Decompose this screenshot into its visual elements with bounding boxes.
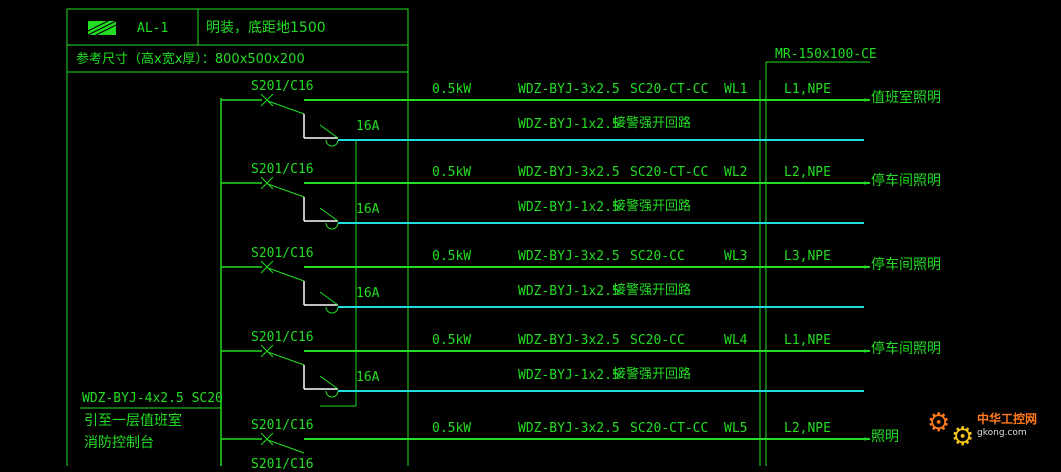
circuit-cable: WDZ-BYJ-3x2.5 [518,333,620,348]
aux-contact-rating: 16A [356,119,380,134]
aux-coil-icon [325,139,339,147]
circuit-conduit: SC20-CC [630,333,685,348]
circuit-conduit: SC20-CT-CC [630,165,709,180]
circuit-end-dot [863,437,867,441]
circuit-wl: WL5 [724,421,748,436]
aux-coil-icon [325,390,339,398]
circuit-end-dot [863,349,867,353]
circuit-phase: L2,NPE [784,421,831,436]
circuit-cable: WDZ-BYJ-3x2.5 [518,421,620,436]
circuit-wl: WL2 [724,165,748,180]
circuit-end-dot [863,265,867,269]
circuit-power: 0.5kW [432,333,472,348]
circuit-wl: WL3 [724,249,748,264]
circuit-cable: WDZ-BYJ-3x2.5 [518,249,620,264]
incoming-note-line1: 引至一层值班室 [84,413,182,429]
watermark: ⚙ ⚙ 中华工控网 gkong.com [925,406,1055,458]
watermark-name: 中华工控网 [977,412,1038,426]
gear-icon: ⚙ [951,422,975,452]
circuit-end-dot [863,98,867,102]
gear-icon: ⚙ [927,408,951,438]
breaker-label: S201/C16 [251,162,314,177]
circuit-power: 0.5kW [432,82,472,97]
fire-note: 接警强开回路 [613,367,692,382]
circuit-power: 0.5kW [432,165,472,180]
circuit-phase: L2,NPE [784,165,831,180]
circuit-cable: WDZ-BYJ-3x2.5 [518,165,620,180]
circuit-conduit: SC20-CT-CC [630,82,709,97]
breaker-cross-icon [260,176,274,190]
fire-cable: WDZ-BYJ-1x2.5 [518,368,620,383]
circuit-cable: WDZ-BYJ-3x2.5 [518,82,620,97]
breaker-cross-icon [260,93,274,107]
circuit-conduit: SC20-CC [630,249,685,264]
breaker-contact [267,100,305,115]
aux-contact [319,291,339,306]
breaker-contact [267,183,305,198]
breaker-label: S201/C16 [251,330,314,345]
aux-coil-icon [325,222,339,230]
breaker-label: S201/C16 [251,79,314,94]
aux-contact-rating: 16A [356,286,380,301]
aux-coil-icon [325,306,339,314]
aux-contact [319,124,339,139]
panel-size: 参考尺寸（高x宽x厚）：800x500x200 [76,52,305,67]
incoming-cable: WDZ-BYJ-4x2.5 SC20 [82,391,223,406]
watermark-site: gkong.com [977,428,1027,438]
aux-contact [319,207,339,222]
circuit-end-dot [863,181,867,185]
fire-note: 接警强开回路 [613,116,692,131]
breaker-cross-icon [260,260,274,274]
circuit-phase: L1,NPE [784,333,831,348]
fire-note: 接警强开回路 [613,199,692,214]
incoming-note-line2: 消防控制台 [84,435,154,451]
panel-frame [66,8,409,466]
circuit-wl: WL1 [724,82,748,97]
aux-contact [319,375,339,390]
aux-contact-rating: 16A [356,370,380,385]
circuit-load: 照明 [871,429,899,445]
panel-id: AL-1 [137,21,169,36]
circuit-power: 0.5kW [432,421,472,436]
circuit-phase: L1,NPE [784,82,831,97]
breaker-contact [267,439,305,454]
circuit-wl: WL4 [724,333,748,348]
circuit-power: 0.5kW [432,249,472,264]
aux-contact-rating: 16A [356,202,380,217]
breaker-label-cutoff: S201/C16 [251,457,314,472]
fire-cable: WDZ-BYJ-1x2.5 [518,284,620,299]
fire-note: 接警强开回路 [613,283,692,298]
circuit-load: 停车间照明 [871,257,941,273]
circuit-load: 停车间照明 [871,341,941,357]
circuit-phase: L3,NPE [784,249,831,264]
breaker-contact [267,267,305,282]
breaker-cross-icon [260,344,274,358]
circuit-load: 值班室照明 [871,90,941,106]
breaker-label: S201/C16 [251,418,314,433]
panel-mount: 明装，底距地1500 [206,20,326,36]
circuit-load: 停车间照明 [871,173,941,189]
breaker-cross-icon [260,432,274,446]
fire-cable: WDZ-BYJ-1x2.5 [518,117,620,132]
breaker-label: S201/C16 [251,246,314,261]
trunking-label: MR-150x100-CE [775,47,877,62]
breaker-contact [267,351,305,366]
fire-cable: WDZ-BYJ-1x2.5 [518,200,620,215]
circuit-conduit: SC20-CT-CC [630,421,709,436]
